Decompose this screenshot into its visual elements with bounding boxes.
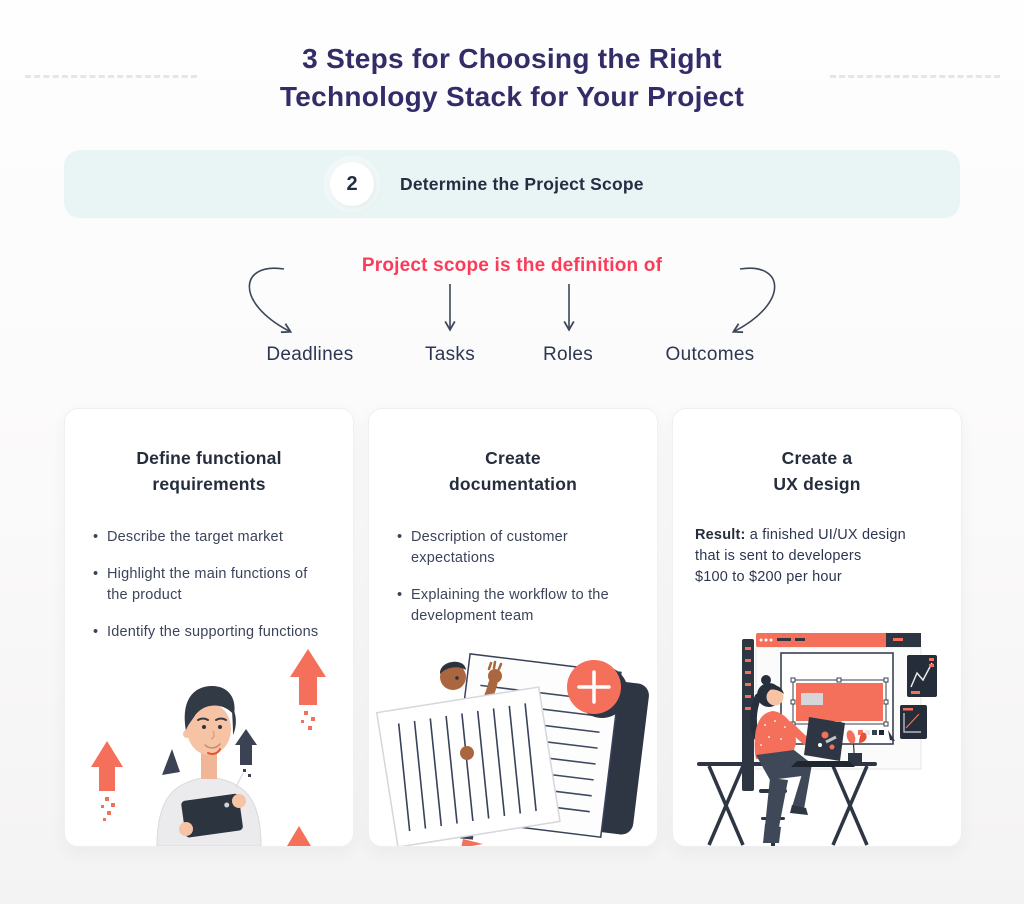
design-board-shape	[755, 633, 922, 770]
scope-item-tasks: Tasks	[424, 344, 476, 365]
result-line2: that is sent to developers	[695, 548, 862, 564]
page-title-line1: 3 Steps for Choosing the Right	[302, 43, 722, 74]
scope-item-roles: Roles	[542, 344, 594, 365]
step-banner-label: Determine the Project Scope	[400, 173, 644, 194]
man-figure	[156, 686, 262, 846]
result-text: Result: a finished UI/UX design that is …	[695, 525, 939, 588]
documents-illustration	[375, 653, 649, 846]
scope-item-outcomes: Outcomes	[665, 344, 755, 365]
card-title-line2: documentation	[448, 474, 577, 494]
growth-arrow-small-icon	[235, 729, 257, 777]
result-line3: $100 to $200 per hour	[695, 569, 842, 585]
card-create-ux-design: Create a UX design Result: a finished UI…	[672, 408, 962, 847]
cursor-icon	[888, 730, 895, 746]
bullet-item: Explaining the workflow to the developme…	[397, 585, 626, 627]
card-bullet-list: Description of customer expectations Exp…	[369, 527, 657, 627]
plus-icon	[567, 660, 628, 718]
card-title-line1: Create a	[781, 448, 853, 468]
laptop-shape	[791, 717, 855, 767]
step-number-badge: 2	[330, 162, 374, 206]
decorative-dashed-line-right	[830, 75, 1000, 78]
graph-panel-shape	[900, 705, 927, 739]
canvas-shape	[780, 652, 895, 746]
card-title: Create a UX design	[685, 445, 949, 497]
growth-arrow-icon	[91, 741, 123, 821]
stool-shape	[759, 789, 787, 846]
result-label: Result:	[695, 527, 746, 543]
card-define-functional-requirements: Define functional requirements Describe …	[64, 408, 354, 847]
person-figure	[423, 660, 503, 846]
step-banner: 2 Determine the Project Scope	[64, 150, 960, 218]
card-title-line2: UX design	[773, 474, 861, 494]
card-create-documentation: Create documentation Description of cust…	[368, 408, 658, 847]
designer-figure	[749, 675, 826, 843]
card-title-line2: requirements	[152, 474, 266, 494]
page-title: 3 Steps for Choosing the Right Technolog…	[0, 40, 1024, 116]
card-title: Define functional requirements	[77, 445, 341, 497]
decorative-dashed-line-left	[25, 75, 197, 78]
scope-diagram-heading: Project scope is the definition of	[361, 255, 663, 276]
bullet-item: Describe the target market	[93, 527, 322, 548]
tilted-sheet-shape	[375, 686, 561, 846]
curved-arrow-right-icon	[731, 267, 776, 334]
page-title-line2: Technology Stack for Your Project	[279, 81, 745, 112]
curved-arrow-left-icon	[248, 267, 293, 334]
chart-panel-shape	[907, 655, 937, 697]
card-bullet-list: Describe the target market Highlight the…	[65, 527, 353, 643]
result-line1: a finished UI/UX design	[749, 527, 906, 543]
document-lines-shape	[449, 653, 622, 839]
bullet-item: Highlight the main functions of the prod…	[93, 564, 322, 606]
desk-shape	[697, 762, 877, 846]
man-with-tablet-illustration	[91, 649, 326, 846]
designer-at-desk-illustration	[697, 633, 937, 846]
bullet-item: Description of customer expectations	[397, 527, 626, 569]
growth-arrow-icon	[290, 649, 326, 730]
plant-shape	[846, 730, 867, 763]
card-title: Create documentation	[381, 445, 645, 497]
folder-shape	[482, 667, 649, 835]
bullet-item: Identify the supporting functions	[93, 622, 322, 643]
growth-arrow-tip-icon	[287, 826, 311, 846]
scope-item-deadlines: Deadlines	[266, 344, 354, 365]
card-title-line1: Create	[485, 448, 541, 468]
card-title-line1: Define functional	[136, 448, 282, 468]
toolbar-shape	[742, 639, 754, 791]
